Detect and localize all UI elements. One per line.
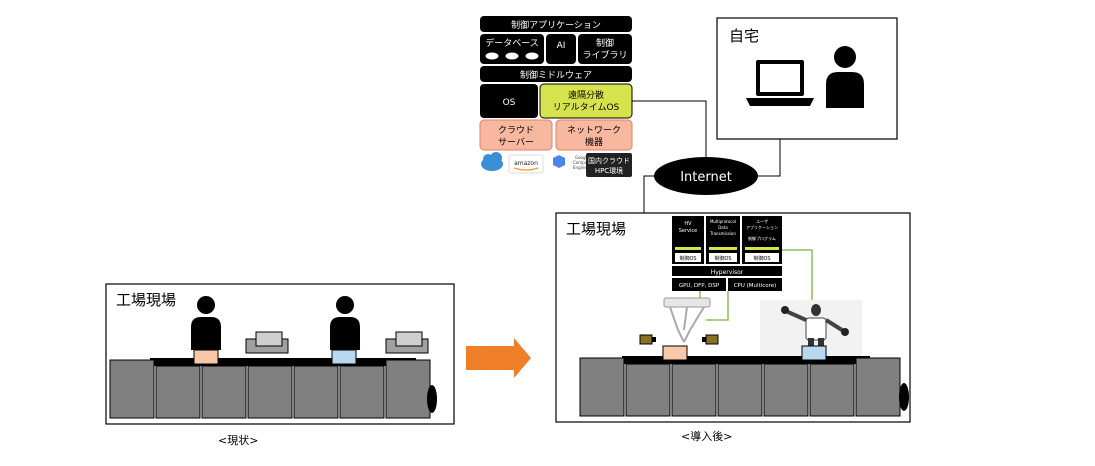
hpc-text-1: 国内クラウド	[588, 156, 630, 165]
camera-link	[706, 291, 729, 321]
rtos-label-2: リアルタイムOS	[553, 102, 620, 113]
lib-block	[578, 34, 632, 64]
hypervisor-bar	[672, 266, 782, 276]
middleware-layer	[480, 66, 632, 82]
cpu-label: CPU (Multicore)	[734, 283, 777, 289]
current-box-1	[193, 349, 219, 365]
gpu-label: GPU, DFP, DSP	[679, 283, 720, 289]
after-box-1	[662, 345, 688, 361]
after-caption: <導入後>	[681, 429, 732, 443]
ai-block	[546, 34, 576, 64]
gpu-bar	[672, 278, 726, 291]
user-app-line-1: ユーザ	[756, 218, 768, 224]
google-text-3: Engine	[573, 165, 587, 170]
user-app-line-2: アプリケーション	[746, 224, 778, 230]
software-stack: 制御アプリケーション データベース AI 制御 ライブラリ 制御ミドルウェア O…	[479, 16, 633, 177]
person-icon	[826, 46, 864, 108]
multiprotocol-line-3: Transmission	[709, 231, 736, 236]
hv-service-line-1: HV	[684, 221, 692, 227]
current-factory-title: 工場現場	[116, 291, 176, 309]
lib-label-1: 制御	[596, 37, 614, 49]
current-person-2-icon	[330, 296, 360, 350]
hpc-text-2: HPC環境	[595, 166, 623, 175]
user-app-line-3: 制御プログラム	[748, 235, 776, 241]
camera-left-icon	[639, 334, 656, 345]
camera-right-icon	[702, 334, 719, 345]
internet-cloud	[654, 157, 758, 195]
cpu-bar	[728, 278, 782, 291]
transition-arrow	[466, 338, 531, 378]
internet-label: Internet	[680, 170, 732, 185]
cloud-label-2: サーバー	[498, 137, 534, 148]
db-label: データベース	[485, 37, 539, 49]
amazon-logo: amazon	[508, 154, 544, 174]
google-compute-icon: Google Compute Engine	[553, 155, 592, 170]
home-title: 自宅	[729, 27, 759, 45]
app-layer	[480, 16, 632, 32]
humanoid-link	[782, 249, 813, 304]
current-box-2	[331, 349, 357, 365]
amazon-text: amazon	[514, 160, 538, 167]
current-person-1-icon	[191, 296, 221, 350]
after-factory-title: 工場現場	[566, 220, 626, 238]
rtos-label-1: 遠隔分散	[568, 89, 604, 101]
hv-service-line-2: Service	[679, 228, 697, 234]
network-label-1: ネットワーク	[567, 125, 621, 136]
after-conveyor	[579, 356, 909, 417]
delta-robot-icon	[663, 297, 711, 343]
hpc-logo	[586, 153, 632, 177]
multiprotocol-line-2: Data	[718, 225, 728, 230]
current-machine-1-icon	[245, 331, 289, 354]
user-app-os: 制御OS	[753, 255, 770, 262]
ai-label: AI	[557, 41, 566, 51]
multiprotocol-line-1: Multiprotocol	[710, 219, 736, 224]
after-box-2	[801, 345, 827, 361]
middleware-label: 制御ミドルウェア	[520, 69, 592, 81]
google-text-2: Compute	[573, 160, 592, 165]
app-label: 制御アプリケーション	[511, 19, 601, 31]
azure-cloud-icon	[481, 152, 503, 171]
google-text-1: Google	[575, 155, 590, 160]
cloud-block	[479, 119, 553, 151]
cloud-label-1: クラウド	[498, 125, 534, 136]
hypervisor-stack: HV Service 制御OS Multiprotocol Data Trans…	[672, 216, 782, 291]
current-machine-2-icon	[385, 331, 429, 354]
database-icon	[484, 51, 540, 61]
current-caption: <現状>	[218, 433, 258, 447]
rtos-internet-line	[632, 100, 707, 160]
os-label: OS	[503, 98, 516, 108]
hypervisor-label: Hypervisor	[711, 269, 744, 276]
hv-service-os: 制御OS	[679, 255, 696, 262]
laptop-icon	[746, 60, 814, 106]
multiprotocol-os: 制御OS	[714, 255, 731, 262]
home-panel	[716, 17, 898, 140]
current-conveyor	[109, 358, 437, 419]
lib-label-2: ライブラリ	[582, 49, 627, 61]
network-block	[555, 119, 633, 151]
network-label-2: 機器	[585, 136, 603, 148]
os-block	[480, 84, 538, 118]
